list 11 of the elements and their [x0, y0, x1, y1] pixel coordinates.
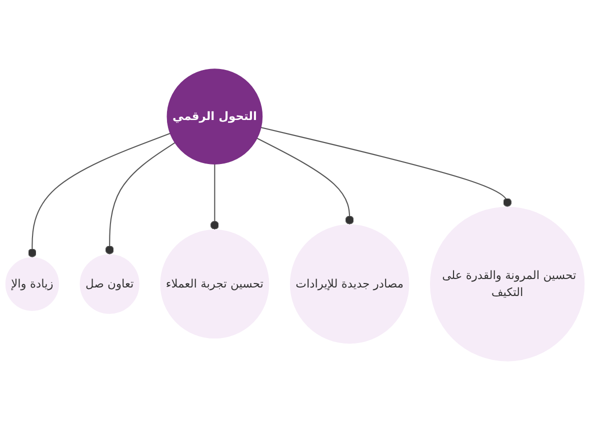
- connector: [210, 164, 219, 230]
- node-circle: تعاون صل: [80, 254, 140, 314]
- node-circle: تحسين المرونة والقدرة على التكيف: [430, 206, 585, 362]
- node-circle: التحول الرقمي: [166, 68, 263, 164]
- node-circle: زيادة والإ: [5, 257, 60, 311]
- connector: [260, 126, 512, 208]
- connector: [105, 142, 176, 255]
- connector: [256, 138, 354, 225]
- connector: [28, 132, 170, 258]
- node-circle: مصادر جديدة للإيرادات: [290, 224, 410, 344]
- node-circle: تحسين تجربة العملاء: [160, 230, 270, 339]
